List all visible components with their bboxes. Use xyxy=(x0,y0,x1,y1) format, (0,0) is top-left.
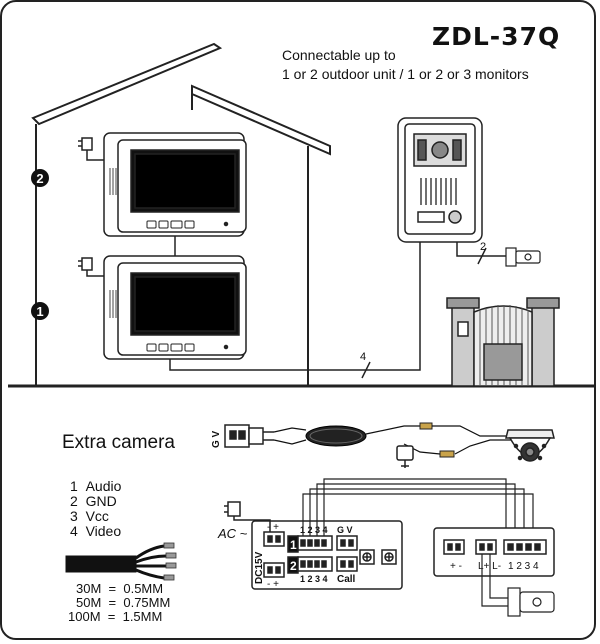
wire-legend-item-4: 4 Video xyxy=(70,524,121,539)
wire-legend-label: Vcc xyxy=(85,508,109,524)
marker-monitor-2: 2 xyxy=(31,169,49,187)
gv-label: G V xyxy=(337,525,353,535)
camera-power-adapter xyxy=(396,445,414,468)
gauge-row-50m: 50M = 0.75MM xyxy=(76,596,170,610)
terminal-power-adapter xyxy=(224,501,271,532)
gauge-length: 50M xyxy=(76,595,102,610)
monitor-lower xyxy=(103,255,247,360)
line-1-number: 1 xyxy=(290,538,297,552)
connection-subtitle: Connectable up to 1 or 2 outdoor unit / … xyxy=(282,46,582,84)
interconnect-wires xyxy=(302,478,534,542)
pins-label-top: 1 2 3 4 xyxy=(300,525,328,535)
camera-cable-coil xyxy=(273,422,512,458)
dome-camera xyxy=(505,429,555,462)
camera-plug-label: G V xyxy=(211,430,222,448)
house-outline xyxy=(31,42,331,386)
gauge-eq: = xyxy=(108,581,117,596)
gauge-eq: = xyxy=(107,609,116,624)
monitor-cables xyxy=(169,236,421,379)
gauge-length: 30M xyxy=(76,581,102,596)
gate xyxy=(446,297,560,387)
monitor-lower-buttons xyxy=(146,343,195,352)
dc-polarity-top: - + xyxy=(267,522,279,533)
gauge-value: 0.75MM xyxy=(123,595,171,610)
model-title: ZDL-37Q xyxy=(432,22,561,51)
wire-legend-item-3: 3 Vcc xyxy=(70,509,109,524)
wire-legend-item-1: 1 Audio xyxy=(70,479,121,494)
electric-lock-icon xyxy=(505,247,541,267)
cable-count-lock: 2 xyxy=(480,241,486,253)
call-label: Call xyxy=(337,574,356,585)
outdoor-terminal-block xyxy=(433,527,555,577)
wire-legend-num: 1 xyxy=(70,478,78,494)
outdoor-polarity-label: + - xyxy=(450,561,462,572)
line-2-number: 2 xyxy=(290,559,297,573)
gauge-eq: = xyxy=(108,595,117,610)
outdoor-pins-label: 1 2 3 4 xyxy=(508,561,539,572)
ac-power-label: AC ~ xyxy=(218,526,248,541)
gauge-value: 1.5MM xyxy=(122,609,163,624)
gauge-length: 100M xyxy=(68,609,101,624)
cable-count-monitors: 4 xyxy=(360,351,366,363)
marker-monitor-1: 1 xyxy=(31,302,49,320)
extra-camera-title: Extra camera xyxy=(62,432,175,453)
gauge-row-30m: 30M = 0.5MM xyxy=(76,582,163,596)
camera-plug-connector xyxy=(224,424,274,448)
subtitle-line-2: 1 or 2 outdoor unit / 1 or 2 or 3 monito… xyxy=(282,66,529,82)
subtitle-line-1: Connectable up to xyxy=(282,47,396,63)
bottom-lock-wiring xyxy=(481,554,508,607)
monitor-upper-buttons xyxy=(146,220,195,229)
dc-polarity-bottom: - + xyxy=(267,579,279,590)
marker-1-text: 1 xyxy=(36,304,43,319)
gauge-value: 0.5MM xyxy=(123,581,164,596)
pins-label-bottom: 1 2 3 4 xyxy=(300,574,328,584)
lock-cable xyxy=(456,242,506,265)
wire-legend-label: GND xyxy=(85,493,117,509)
monitor-lower-speaker xyxy=(109,290,117,318)
marker-2-text: 2 xyxy=(36,171,43,186)
bottom-electric-lock-icon xyxy=(507,587,555,617)
monitor-upper xyxy=(103,132,247,237)
wire-legend-item-2: 2 GND xyxy=(70,494,117,509)
monitor-upper-adapter xyxy=(78,137,104,161)
gauge-row-100m: 100M = 1.5MM xyxy=(68,610,162,624)
wire-legend-num: 2 xyxy=(70,493,78,509)
monitor-upper-speaker xyxy=(109,168,117,195)
monitor-terminal-block xyxy=(251,520,403,590)
wire-legend-num: 3 xyxy=(70,508,78,524)
dc15v-label: DC15V xyxy=(254,551,265,584)
wire-legend-label: Audio xyxy=(85,478,122,494)
wire-legend-num: 4 xyxy=(70,523,78,539)
outdoor-speaker-grille xyxy=(420,178,457,205)
monitor-lower-adapter xyxy=(78,257,104,277)
outdoor-unit xyxy=(397,117,483,243)
wire-legend-label: Video xyxy=(85,523,122,539)
cable-bundle xyxy=(65,542,177,581)
